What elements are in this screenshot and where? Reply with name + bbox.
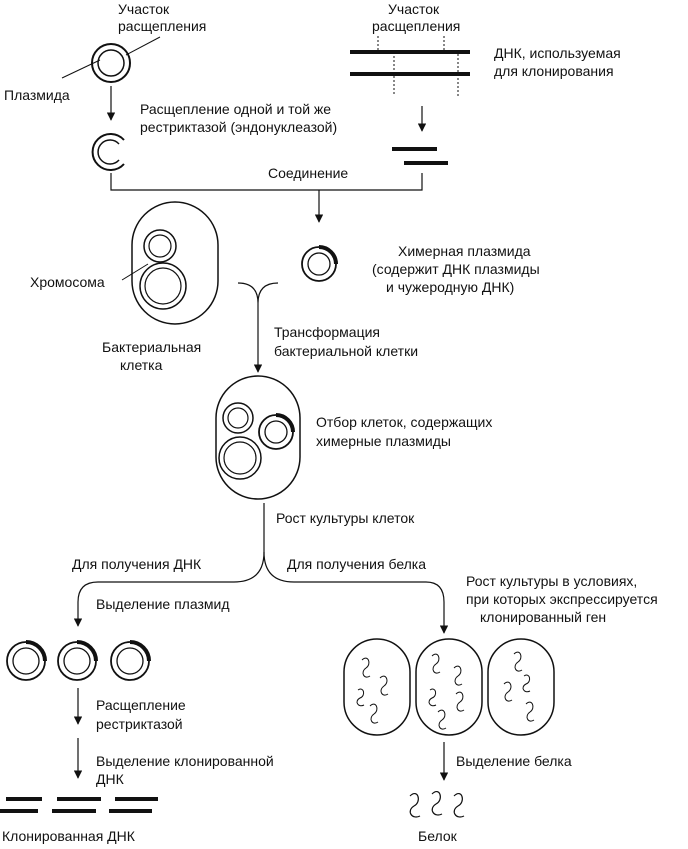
dna-fragment-icon bbox=[392, 147, 448, 165]
cloned-dna-label: Клонированная ДНК bbox=[2, 828, 136, 844]
for-dna-label: Для получения ДНК bbox=[72, 556, 202, 572]
branch-left bbox=[73, 551, 265, 627]
chimeric-plasmid-label-1: Химерная плазмида bbox=[398, 243, 531, 259]
transformation-label-2: бактериальной клетки bbox=[274, 343, 418, 359]
cleavage-same-enzyme-label-1: Расщепление одной и той же bbox=[140, 101, 331, 117]
chimeric-plasmid-label-3: и чужеродную ДНК) bbox=[386, 279, 514, 295]
cut-plasmid-icon bbox=[91, 133, 125, 171]
branch-right bbox=[263, 551, 449, 634]
transformation-merge bbox=[237, 282, 279, 304]
chromosome-pointer bbox=[121, 263, 149, 281]
bacterial-cell-label-2: клетка bbox=[120, 357, 163, 373]
growth-conditions-label-2: при которых экспрессируется bbox=[466, 591, 658, 607]
cleavage-site-pointer-left bbox=[125, 36, 161, 56]
cleavage-same-enzyme-label-2: рестриктазой (эндонуклеазой) bbox=[140, 119, 337, 135]
dna-for-cloning-label-2: для клонирования bbox=[494, 63, 614, 79]
growth-conditions-label-1: Рост культуры в условиях, bbox=[466, 573, 637, 589]
expressing-cell-icon bbox=[487, 638, 555, 736]
bacterial-cell-label-1: Бактериальная bbox=[102, 339, 201, 355]
isolated-plasmid-icon bbox=[57, 640, 98, 681]
joining-label: Соединение bbox=[268, 165, 348, 181]
growth-conditions-label-3: клонированный ген bbox=[480, 609, 606, 625]
plasmid-label: Плазмида bbox=[4, 87, 70, 103]
cloned-dna-fragments-icon bbox=[0, 797, 158, 813]
plasmid-isolation-label: Выделение плазмид bbox=[96, 596, 230, 612]
selection-label-2: химерные плазмиды bbox=[316, 433, 451, 449]
isolated-plasmid-icon bbox=[6, 640, 47, 681]
expressing-cell-icon bbox=[415, 638, 483, 736]
foreign-dna-icon bbox=[350, 36, 470, 96]
cleavage-site-right-label-2: расщепления bbox=[372, 18, 460, 34]
dna-for-cloning-label-1: ДНК, используемая bbox=[494, 45, 621, 61]
plasmid-icon bbox=[91, 43, 131, 83]
transformation-label-1: Трансформация bbox=[274, 324, 380, 340]
chimeric-plasmid-in-cell-icon bbox=[258, 413, 295, 450]
joining-bracket bbox=[110, 173, 423, 191]
chimeric-plasmid-icon bbox=[301, 245, 338, 282]
chimeric-plasmid-label-2: (содержит ДНК плазмиды bbox=[372, 261, 540, 277]
cloned-dna-isolation-label-2: ДНК bbox=[96, 771, 125, 787]
protein-icon bbox=[409, 791, 465, 818]
selection-label-1: Отбор клеток, содержащих bbox=[316, 414, 492, 430]
cleavage-site-left-label-2: расщепления bbox=[118, 18, 206, 34]
chromosome-icon bbox=[139, 229, 187, 310]
plasmid-pointer bbox=[61, 59, 101, 79]
protein-label: Белок bbox=[418, 828, 458, 844]
cleavage-site-left-label-1: Участок bbox=[118, 1, 170, 17]
restriction-cleavage-label-2: рестриктазой bbox=[96, 716, 183, 732]
cleavage-site-right-label-1: Участок bbox=[388, 1, 440, 17]
expressing-cell-icon bbox=[343, 638, 411, 736]
for-protein-label: Для получения белка bbox=[287, 556, 426, 572]
chromosome-label: Хромосома bbox=[30, 274, 105, 290]
restriction-cleavage-label-1: Расщепление bbox=[96, 697, 186, 713]
isolated-plasmid-icon bbox=[110, 640, 151, 681]
bacterial-cell-icon bbox=[131, 201, 219, 325]
protein-isolation-label: Выделение белка bbox=[456, 753, 572, 769]
cloned-dna-isolation-label-1: Выделение клонированной bbox=[96, 753, 274, 769]
culture-growth-label: Рост культуры клеток bbox=[276, 510, 415, 526]
transformed-cell-icon bbox=[215, 375, 301, 500]
